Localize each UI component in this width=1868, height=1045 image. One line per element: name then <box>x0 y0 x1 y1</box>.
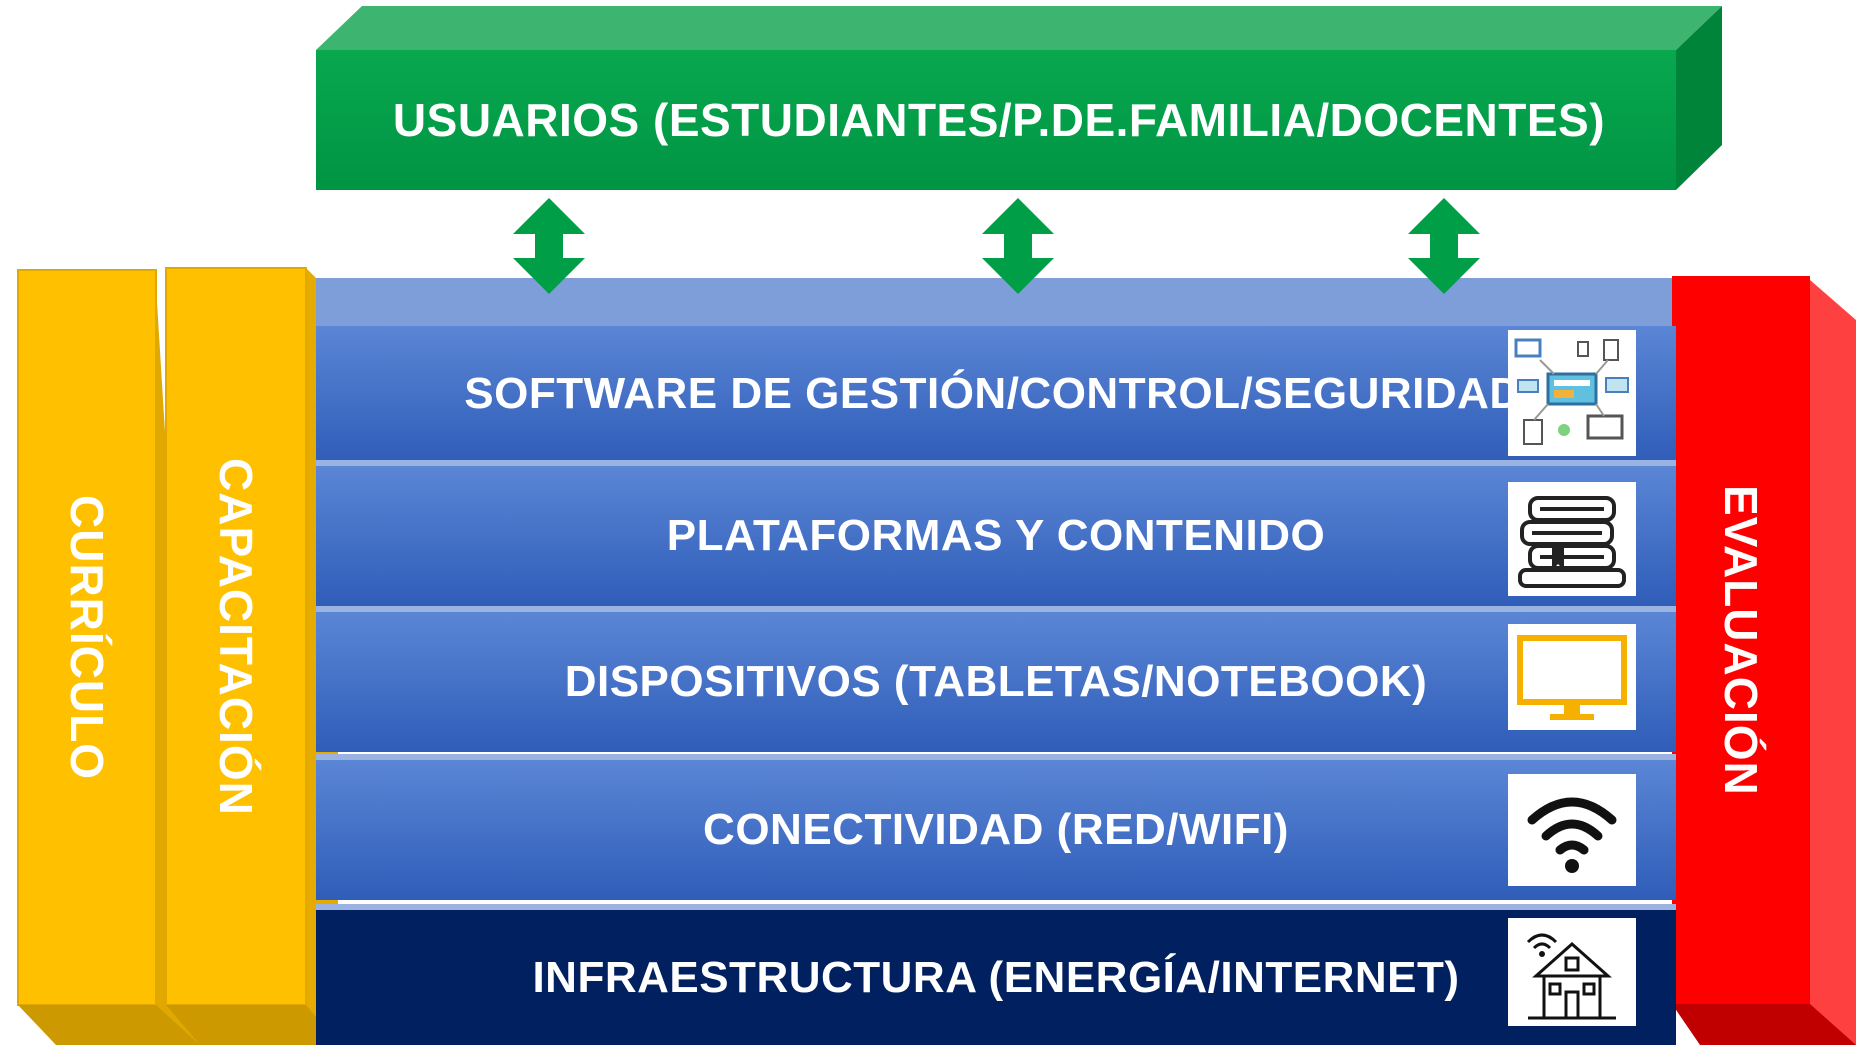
users-bar <box>316 6 1722 190</box>
users-bar-front-face <box>316 50 1676 190</box>
curriculum-pillar-bottom <box>18 1005 200 1045</box>
layer-label-devices: DISPOSITIVOS (TABLETAS/NOTEBOOK) <box>564 657 1428 706</box>
training-label: CAPACITACIÓN <box>210 457 262 816</box>
training-pillar-front <box>165 267 307 1006</box>
evaluation-pillar-side <box>1810 280 1856 1045</box>
curriculum-pillar-front <box>17 269 157 1006</box>
training-pillar <box>165 267 340 1045</box>
evaluation-pillar-bottom <box>1672 1004 1856 1045</box>
layer-band-0 <box>316 326 1676 462</box>
users-bar-label: USUARIOS (ESTUDIANTES/P.DE.FAMILIA/DOCEN… <box>392 94 1606 146</box>
layer-separator-3 <box>316 754 1676 760</box>
stack-top-band <box>316 278 1676 326</box>
house-wifi-icon <box>1508 918 1636 1026</box>
curriculum-label: CURRÍCULO <box>61 495 113 780</box>
monitor-icon <box>1508 624 1636 730</box>
books-icon <box>1508 482 1636 596</box>
evaluation-label: EVALUACIÓN <box>1715 484 1767 796</box>
layer-band-1 <box>316 466 1676 606</box>
layer-label-connectivity: CONECTIVIDAD (RED/WIFI) <box>703 805 1289 854</box>
layer-stack <box>316 326 1676 1045</box>
bidirectional-arrows <box>513 198 1480 294</box>
layer-separator-2 <box>316 606 1676 612</box>
users-bar-top-face <box>316 6 1722 50</box>
double-arrow-3 <box>1408 198 1480 294</box>
layer-label-software: SOFTWARE DE GESTIÓN/CONTROL/SEGURIDAD <box>464 369 1522 418</box>
layer-label-platforms: PLATAFORMAS Y CONTENIDO <box>666 511 1326 560</box>
layer-separator-1 <box>316 460 1676 466</box>
training-pillar-bottom <box>166 1005 340 1045</box>
wifi-icon <box>1508 774 1636 886</box>
layer-band-3 <box>316 760 1676 900</box>
layer-separator-4 <box>316 904 1676 910</box>
evaluation-pillar-front <box>1672 276 1810 1004</box>
evaluation-pillar <box>1672 276 1856 1045</box>
layer-band-2 <box>316 612 1676 752</box>
software-network-icon <box>1508 330 1636 456</box>
layer-band-4 <box>316 910 1676 1045</box>
layer-label-infrastructure: INFRAESTRUCTURA (ENERGÍA/INTERNET) <box>532 952 1460 1002</box>
users-bar-side-face <box>1676 6 1722 190</box>
double-arrow-2 <box>982 198 1054 294</box>
double-arrow-1 <box>513 198 585 294</box>
